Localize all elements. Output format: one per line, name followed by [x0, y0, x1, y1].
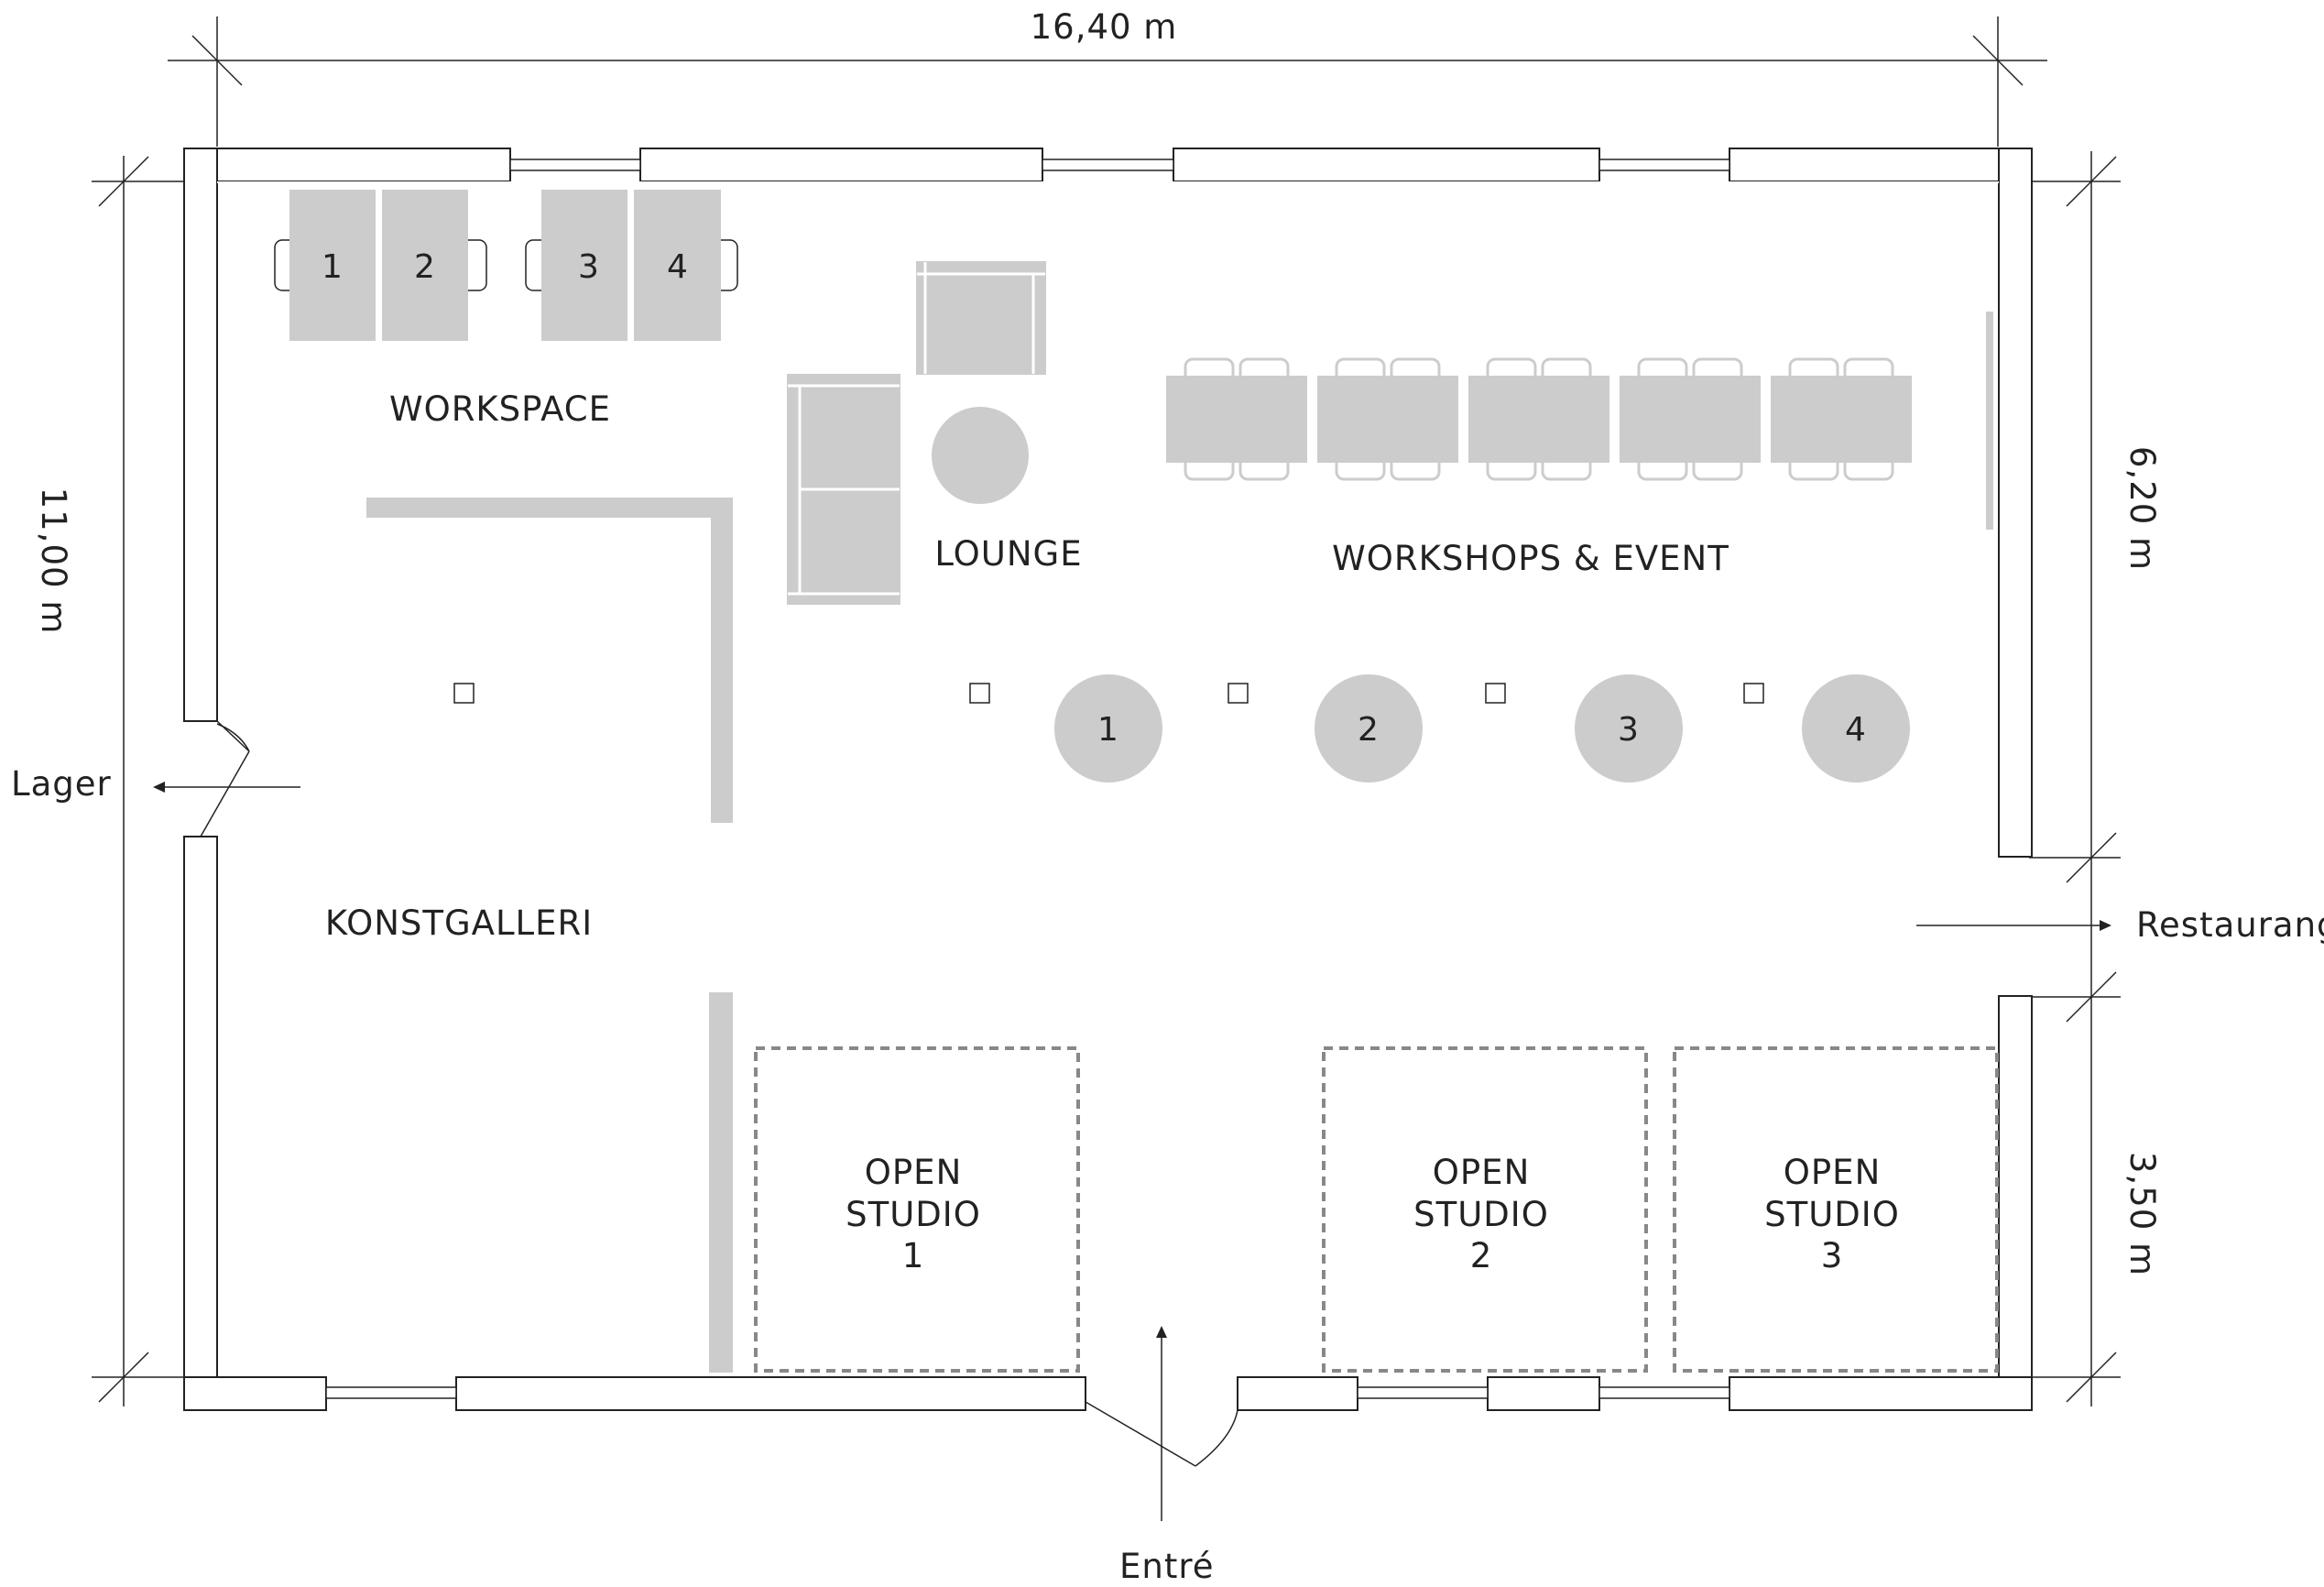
- workshop-table: [1317, 376, 1458, 463]
- round-table-number: 1: [1097, 711, 1119, 749]
- wall-top-4: [1729, 148, 2033, 182]
- studio-label-line1: OPEN: [865, 1153, 963, 1192]
- desk-number: 4: [667, 248, 689, 286]
- window-bottom-2: [1357, 1386, 1489, 1399]
- dimension-height-label: 11,00 m: [34, 487, 73, 635]
- wall-right-upper: [1998, 148, 2033, 858]
- zone-workshops-label: WORKSHOPS & EVENT: [1332, 539, 1729, 578]
- dimension-right-lower-label: 3,50 m: [2122, 1152, 2162, 1276]
- round-table: [1802, 674, 1910, 783]
- round-table-number: 4: [1845, 711, 1867, 749]
- desk: [382, 190, 468, 341]
- armchair: [916, 261, 1046, 375]
- exit-arrow-lager: [153, 782, 300, 793]
- wall-bottom-4: [1487, 1376, 1600, 1411]
- window-top-3: [1598, 159, 1730, 171]
- window-top-2: [1042, 159, 1174, 171]
- wall-top-2: [639, 148, 1043, 182]
- zone-workspace-label: WORKSPACE: [389, 389, 611, 429]
- screen: [1986, 312, 1993, 530]
- wall-top-3: [1173, 148, 1600, 182]
- gallery-partitions: [366, 498, 733, 1373]
- workspace-desks: 1 2 3 4: [274, 190, 738, 341]
- wall-left-lower: [183, 836, 218, 1411]
- open-studio-2[interactable]: OPEN STUDIO 2: [1322, 1046, 1648, 1373]
- lounge-furniture: [787, 261, 1046, 605]
- window-top-1: [509, 159, 641, 171]
- desk-number: 2: [414, 248, 436, 286]
- column: [1485, 683, 1506, 704]
- door-left[interactable]: [200, 720, 250, 837]
- dimension-right-upper-label: 6,20 m: [2122, 446, 2162, 571]
- studio-label-line3: 2: [1470, 1236, 1493, 1275]
- desk-number: 1: [322, 248, 344, 286]
- studio-label-line3: 3: [1821, 1236, 1844, 1275]
- workshop-table: [1468, 376, 1609, 463]
- studio-label-line2: STUDIO: [1413, 1195, 1549, 1234]
- wall-bottom-2: [455, 1376, 1086, 1411]
- exit-lager-label: Lager: [11, 764, 112, 804]
- column: [969, 683, 990, 704]
- desk-number: 3: [578, 248, 600, 286]
- studio-label-line2: STUDIO: [1764, 1195, 1900, 1234]
- coffee-table: [932, 407, 1029, 504]
- studio-label-line2: STUDIO: [846, 1195, 981, 1234]
- exit-restaurang-label: Restaurang: [2136, 905, 2324, 945]
- open-studio-3[interactable]: OPEN STUDIO 3: [1673, 1046, 1999, 1373]
- open-studio-1[interactable]: OPEN STUDIO 1: [754, 1046, 1080, 1373]
- workshop-table: [1620, 376, 1761, 463]
- door-entrance[interactable]: [1085, 1394, 1238, 1467]
- column: [1743, 683, 1764, 704]
- workshop-table: [1166, 376, 1307, 463]
- round-table: [1315, 674, 1423, 783]
- dimension-right: [2029, 151, 2121, 1406]
- round-tables: 1 2 3 4: [1054, 674, 1910, 783]
- wall-left-upper: [183, 148, 218, 722]
- zone-lounge-label: LOUNGE: [934, 534, 1082, 574]
- desk: [289, 190, 376, 341]
- exit-arrow-entre: [1156, 1326, 1167, 1521]
- window-bottom-3: [1598, 1386, 1730, 1399]
- desk: [634, 190, 721, 341]
- wall-right-lower: [1998, 995, 2033, 1411]
- wall-bottom-1: [183, 1376, 327, 1411]
- dimension-top: [168, 16, 2047, 147]
- zone-gallery-label: KONSTGALLERI: [325, 903, 593, 943]
- workshop-table: [1771, 376, 1912, 463]
- column: [1227, 683, 1249, 704]
- round-table: [1054, 674, 1162, 783]
- studio-label-line3: 1: [902, 1236, 925, 1275]
- round-table: [1575, 674, 1683, 783]
- window-bottom-1: [325, 1386, 457, 1399]
- exit-arrow-restaurang: [1916, 920, 2111, 931]
- column: [453, 683, 475, 704]
- exit-entre-label: Entré: [1119, 1547, 1215, 1586]
- columns: [453, 683, 1764, 704]
- wall-top-1: [183, 148, 511, 182]
- studio-label-line1: OPEN: [1784, 1153, 1882, 1192]
- wall-bottom-5: [1729, 1376, 2033, 1411]
- desk: [541, 190, 627, 341]
- round-table-number: 2: [1358, 711, 1380, 749]
- wall-bottom-3: [1237, 1376, 1358, 1411]
- round-table-number: 3: [1618, 711, 1640, 749]
- workshop-tables: [1166, 357, 1912, 481]
- walls: [183, 148, 2033, 1411]
- dimension-width-label: 16,40 m: [1031, 7, 1178, 47]
- studio-label-line1: OPEN: [1433, 1153, 1531, 1192]
